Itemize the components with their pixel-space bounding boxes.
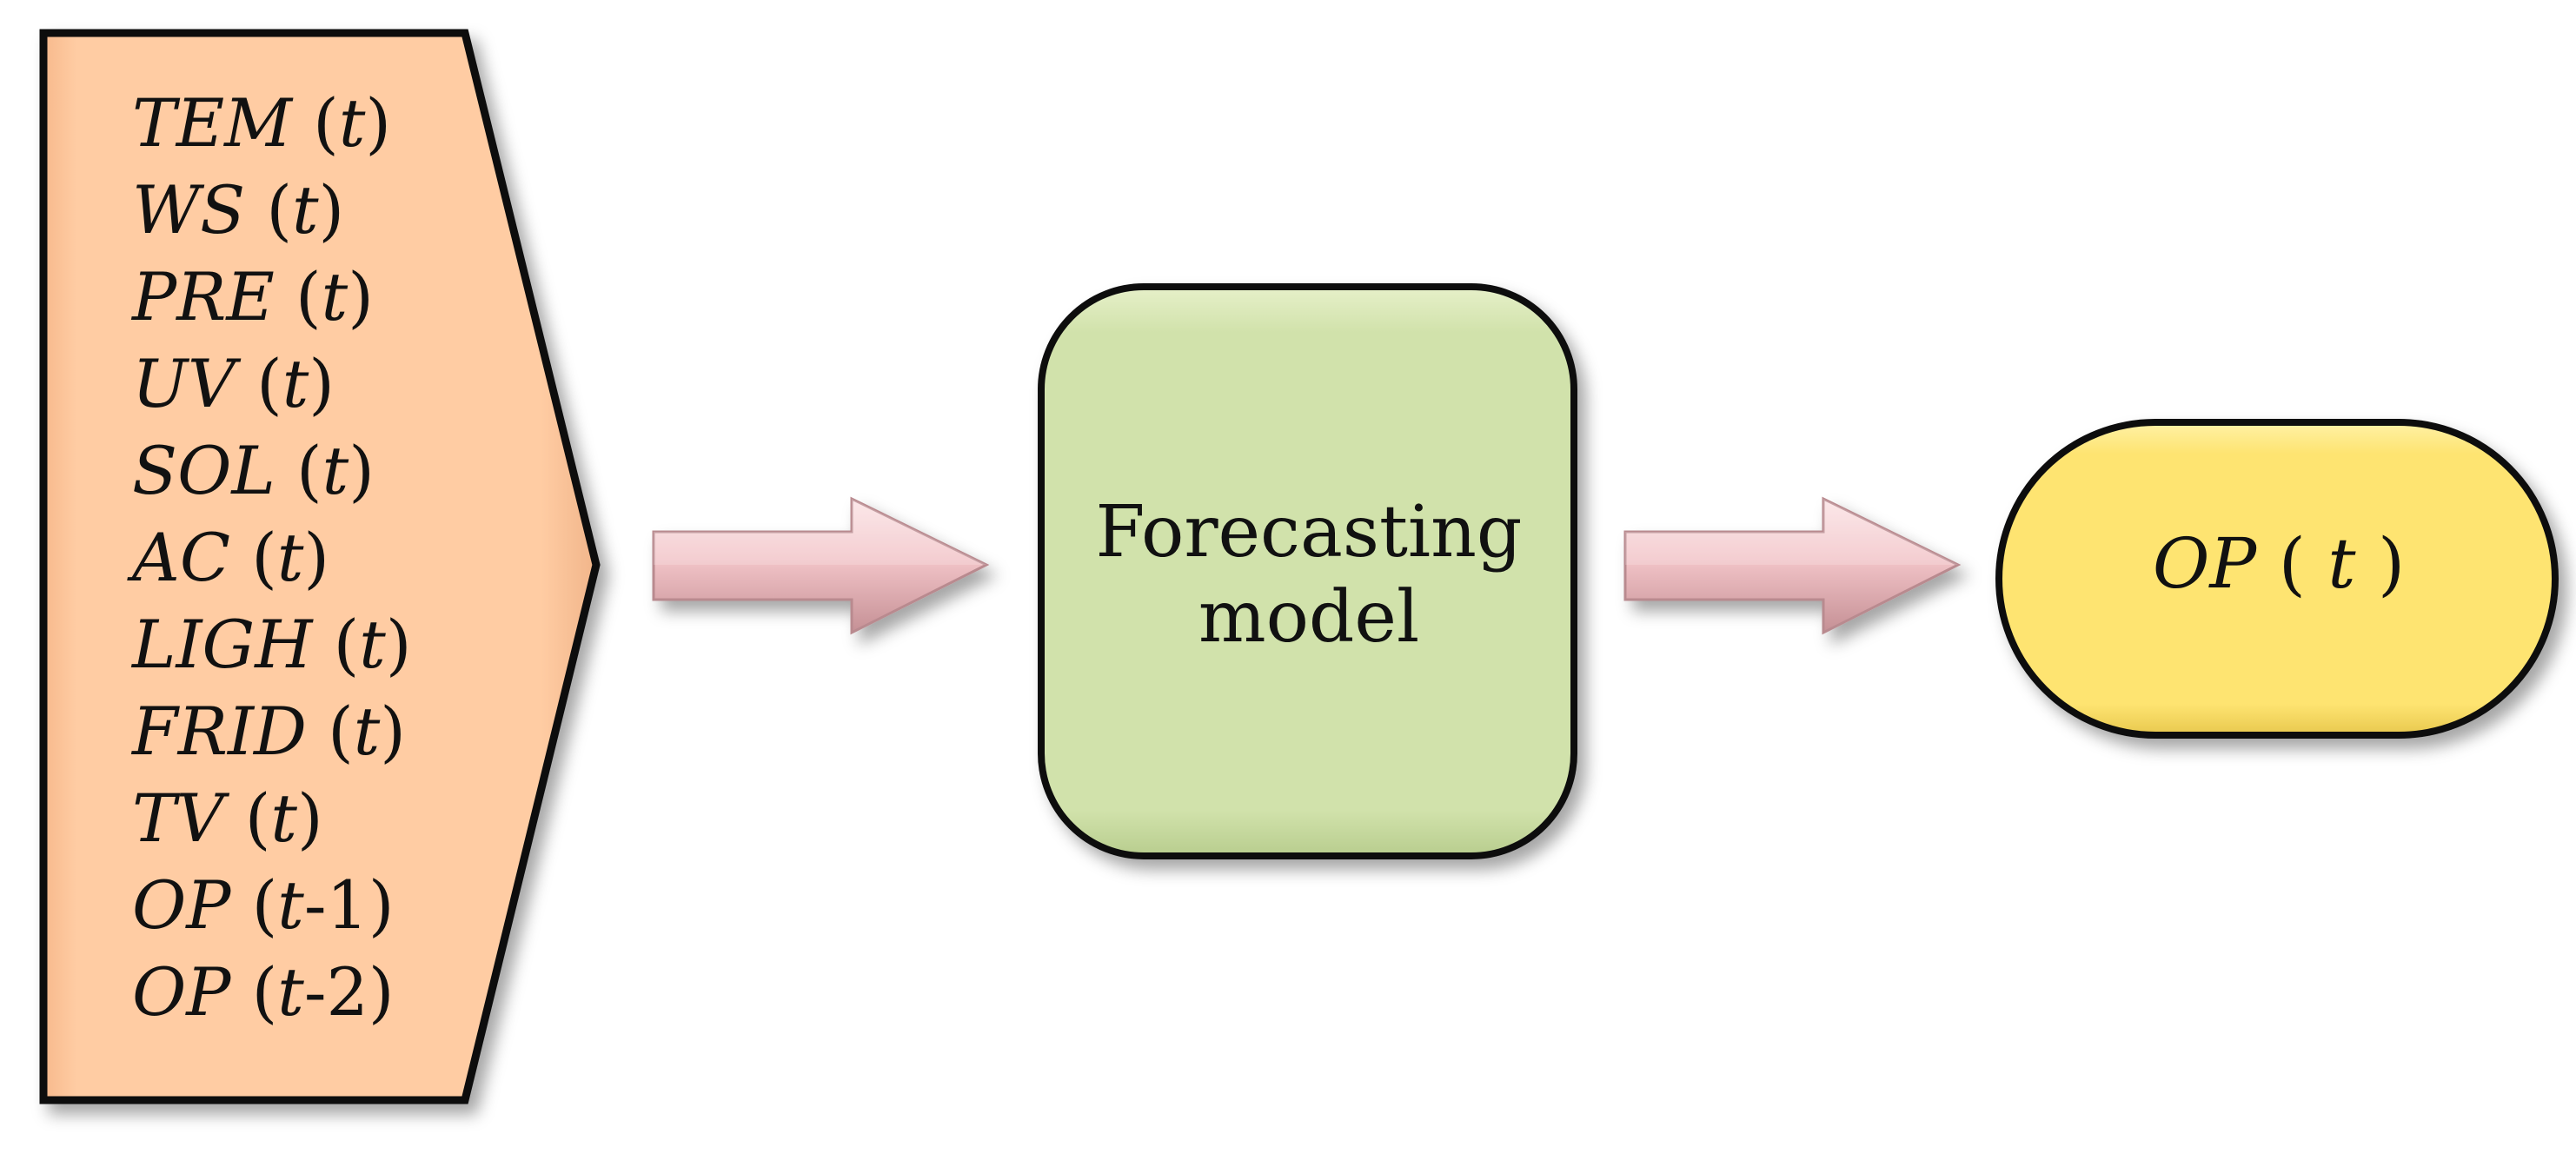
input-variable-name: FRID: [130, 693, 307, 770]
input-variable-item: UV (t): [132, 345, 335, 422]
input-variable-name: PRE: [130, 258, 275, 335]
input-to-model-arrow: [652, 496, 990, 635]
input-variable-arg: t: [292, 171, 319, 249]
model-label-line2: model: [1198, 576, 1419, 659]
output-box-shape: [1995, 419, 2559, 739]
forecasting-model-block: Forecasting model: [1038, 283, 1577, 859]
input-variable-arg: t: [277, 519, 304, 596]
input-variable-arg: t: [354, 693, 381, 770]
output-label: OP ( t ): [2153, 523, 2405, 604]
input-variable-name: LIGH: [130, 606, 314, 683]
output-block: OP ( t ): [1995, 419, 2559, 739]
input-variable-item: AC (t): [127, 519, 329, 596]
input-variable-item: TV (t): [132, 779, 323, 857]
input-variable-item: SOL (t): [132, 432, 375, 509]
input-variable-offset: -1: [304, 866, 368, 944]
input-variables-block: TEM (t) WS (t) PRE (t) UV (t) SOL (t) AC (t) L…: [39, 29, 601, 1104]
input-variable-offset: -2: [304, 953, 368, 1031]
input-variable-item: FRID (t): [130, 693, 406, 770]
input-variable-item: OP (t-1): [132, 866, 395, 944]
input-variable-item: PRE (t): [130, 258, 374, 335]
input-variable-arg: t: [359, 606, 386, 683]
input-variable-item: LIGH (t): [130, 606, 412, 683]
input-variable-name: OP: [132, 866, 232, 944]
output-name: OP: [2153, 523, 2258, 604]
input-variable-arg: t: [322, 432, 349, 509]
input-variable-name: TV: [132, 779, 230, 857]
input-variable-arg: t: [277, 866, 304, 944]
input-variable-name: OP: [132, 953, 232, 1031]
input-block-shape: [39, 29, 601, 1104]
input-variable-list: TEM (t) WS (t) PRE (t) UV (t) SOL (t) AC (t) L…: [127, 84, 412, 1031]
input-variable-item: OP (t-2): [132, 953, 395, 1031]
input-variable-item: WS (t): [132, 171, 344, 249]
input-variable-name: UV: [132, 345, 242, 422]
input-variable-name: TEM: [132, 84, 294, 162]
input-variable-arg: t: [339, 84, 366, 162]
input-variable-name: SOL: [132, 432, 276, 509]
input-variable-arg: t: [270, 779, 297, 857]
input-variable-item: TEM (t): [132, 84, 391, 162]
model-label-line1: Forecasting: [1096, 491, 1523, 574]
model-to-output-arrow: [1623, 496, 1962, 635]
input-variable-name: WS: [132, 171, 245, 249]
input-variable-name: AC: [127, 519, 230, 596]
output-arg: t: [2327, 523, 2356, 604]
input-variable-arg: t: [322, 258, 349, 335]
model-box-shape: [1038, 283, 1577, 859]
input-variable-arg: t: [277, 953, 304, 1031]
input-variable-arg: t: [282, 345, 309, 422]
